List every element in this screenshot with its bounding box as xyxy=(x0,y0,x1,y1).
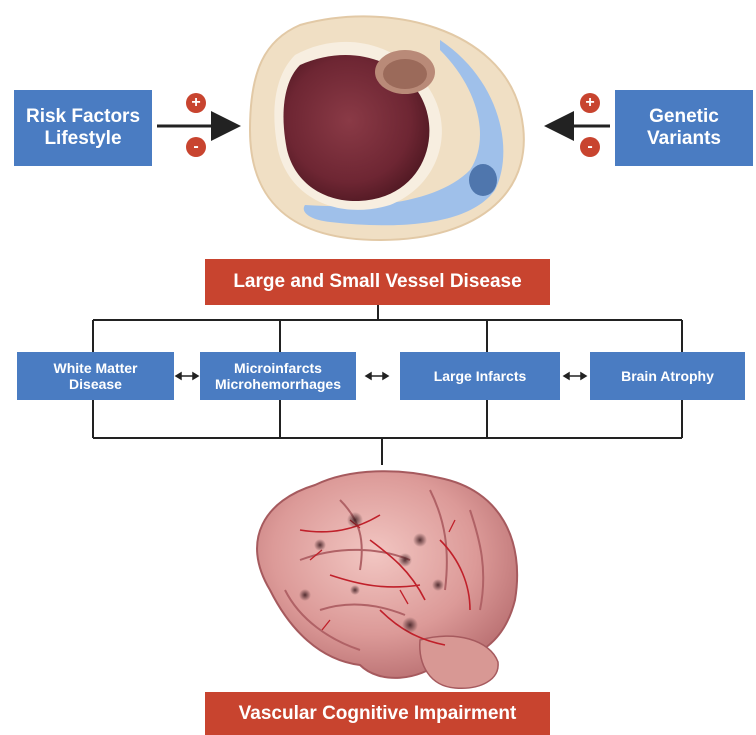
risk-factors-lifestyle-box: Risk Factors Lifestyle xyxy=(14,90,152,166)
risk-plus-sign: + xyxy=(186,93,206,113)
brain-atrophy-box: Brain Atrophy xyxy=(590,352,745,400)
vessel-disease-label: Large and Small Vessel Disease xyxy=(233,271,521,293)
genetic-plus-sign: + xyxy=(580,93,600,113)
brain-atrophy-label: Brain Atrophy xyxy=(621,368,714,384)
brain-illustration xyxy=(257,471,517,688)
microinfarcts-label: Microinfarcts Microhemorrhages xyxy=(215,360,341,392)
vascular-cognitive-impairment-box: Vascular Cognitive Impairment xyxy=(205,692,550,735)
vessel-cross-section xyxy=(250,16,524,240)
risk-factors-label: Risk Factors Lifestyle xyxy=(26,106,140,150)
vascular-cognitive-impairment-label: Vascular Cognitive Impairment xyxy=(239,703,517,725)
microinfarcts-box: Microinfarcts Microhemorrhages xyxy=(200,352,356,400)
genetic-variants-box: Genetic Variants xyxy=(615,90,753,166)
risk-minus-sign: - xyxy=(186,137,206,157)
genetic-minus-sign: - xyxy=(580,137,600,157)
large-infarcts-label: Large Infarcts xyxy=(434,368,527,384)
genetic-variants-label: Genetic Variants xyxy=(647,106,721,150)
vessel-disease-box: Large and Small Vessel Disease xyxy=(205,259,550,305)
white-matter-disease-box: White Matter Disease xyxy=(17,352,174,400)
large-infarcts-box: Large Infarcts xyxy=(400,352,560,400)
white-matter-disease-label: White Matter Disease xyxy=(54,360,138,392)
